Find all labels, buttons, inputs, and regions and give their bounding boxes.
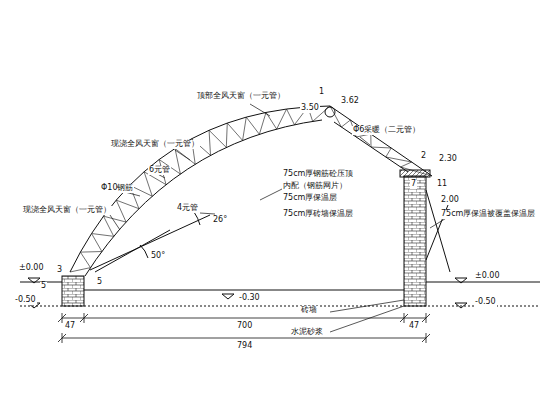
angle-line bbox=[90, 215, 210, 272]
left-wall bbox=[62, 276, 84, 306]
web-member bbox=[371, 147, 391, 148]
web-member bbox=[104, 216, 114, 236]
roof-outer-chord bbox=[330, 106, 432, 176]
drawing-label: 内配（钢筋网片） bbox=[282, 182, 348, 191]
drawing-label: 7 bbox=[410, 180, 417, 189]
drawing-label: 4元管 bbox=[176, 204, 199, 213]
web-member bbox=[277, 109, 287, 129]
drawing-label: 顶部全风天窗（一元管） bbox=[196, 92, 286, 101]
drawing-label: 47 bbox=[408, 322, 420, 331]
web-member bbox=[144, 172, 152, 196]
web-member bbox=[70, 268, 90, 272]
web-member bbox=[243, 117, 247, 140]
drawing-label: 75cm厚保温被覆盖保温层 bbox=[440, 210, 536, 219]
drawing-label: -0.30 bbox=[238, 294, 261, 303]
leader-line bbox=[110, 104, 448, 332]
drawing-label: 水泥砂浆 bbox=[290, 328, 324, 337]
drawing-label: 5 bbox=[40, 282, 47, 291]
web-member bbox=[370, 134, 371, 147]
drawing-label: 5 bbox=[96, 278, 103, 287]
web-member bbox=[226, 123, 228, 147]
web-member bbox=[401, 162, 412, 167]
dimension-line bbox=[62, 313, 426, 343]
drawing-label: 2 bbox=[420, 152, 427, 161]
web-member bbox=[386, 157, 412, 162]
right-wall bbox=[404, 176, 426, 306]
web-member bbox=[92, 234, 114, 237]
apex-node bbox=[325, 107, 335, 117]
drawing-label: 26° bbox=[212, 216, 228, 225]
drawing-label: 3.50 bbox=[300, 104, 320, 113]
drawing-label: 75cm厚钢筋砼压顶 bbox=[282, 170, 354, 179]
drawing-label: Φ6采暖（二元管） bbox=[352, 126, 421, 135]
drawing-label: 50° bbox=[150, 252, 166, 261]
web-member bbox=[259, 112, 266, 134]
drawing-label: 3 bbox=[56, 266, 63, 275]
drawing-label: 11 bbox=[436, 180, 448, 189]
level-mark bbox=[28, 278, 467, 308]
drawing-label: 2.00 bbox=[440, 196, 460, 205]
web-member bbox=[227, 123, 242, 140]
web-member bbox=[209, 130, 210, 155]
drawing-label: 2.30 bbox=[438, 155, 458, 164]
drawing-label: 现浇全风天窗（一元管） bbox=[22, 206, 112, 215]
drawing-label: 1 bbox=[318, 88, 325, 97]
drawing-label: 3.62 bbox=[340, 97, 360, 106]
drawing-label: -0.50 bbox=[474, 298, 497, 307]
drawing-label: 700 bbox=[236, 322, 253, 331]
drawing-label: 75cm厚保温层 bbox=[282, 194, 338, 203]
wall-coping bbox=[400, 170, 430, 177]
drawing-label: 794 bbox=[236, 342, 253, 351]
web-member bbox=[341, 120, 350, 127]
web-member bbox=[287, 109, 295, 125]
drawing-label: 47 bbox=[64, 322, 76, 331]
web-member bbox=[401, 167, 432, 176]
web-member bbox=[92, 234, 102, 252]
drawing-label: Φ10钢筋 bbox=[100, 184, 134, 193]
web-member bbox=[386, 148, 391, 157]
drawing-label: 75cm厚砖墙保温层 bbox=[282, 210, 354, 219]
truss-web bbox=[70, 106, 432, 272]
drawing-label: -0.50 bbox=[14, 296, 37, 305]
drawing-label: 现浇全风天窗（一元管） bbox=[110, 140, 200, 149]
web-member bbox=[209, 130, 226, 147]
drawing-label: ±0.00 bbox=[474, 272, 501, 281]
web-member bbox=[80, 252, 90, 267]
web-member bbox=[80, 251, 101, 253]
drawing-label: 砖墙 bbox=[300, 306, 318, 315]
drawing-label: 6元管 bbox=[148, 166, 171, 175]
web-member bbox=[116, 200, 139, 209]
footing-line bbox=[20, 306, 540, 307]
web-member bbox=[246, 117, 259, 134]
web-member bbox=[104, 216, 127, 222]
drawing-label: ±0.00 bbox=[18, 264, 45, 273]
dimension-tick bbox=[58, 314, 430, 342]
angle-arc bbox=[140, 212, 200, 258]
